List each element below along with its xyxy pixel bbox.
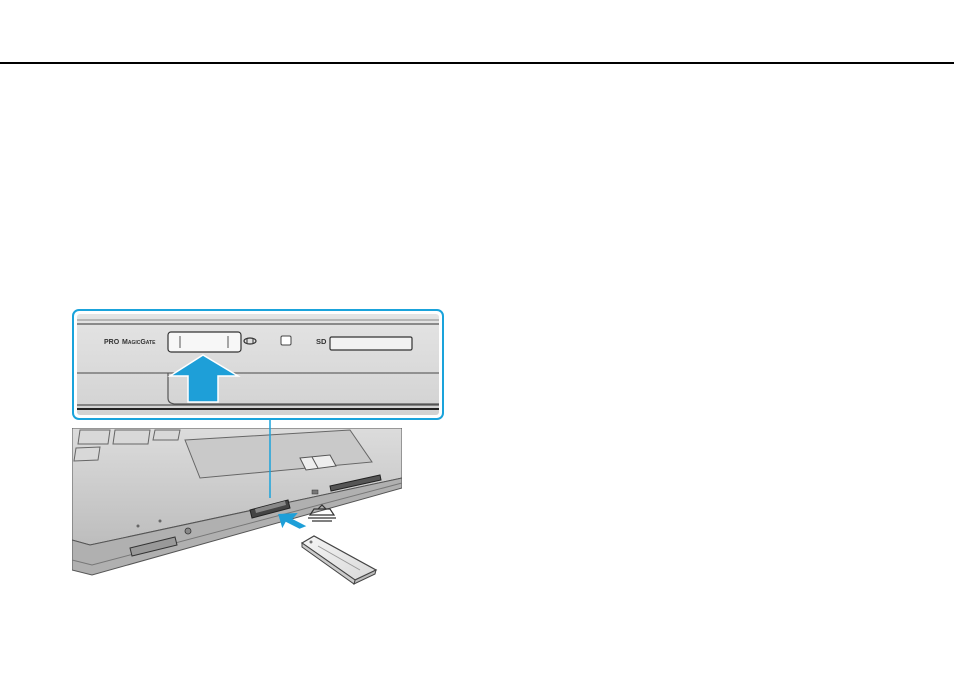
- sd-card-slot-zoomed[interactable]: [330, 337, 412, 350]
- magicgate-label: MagicGate: [122, 339, 156, 346]
- pro-label: PRO: [104, 339, 120, 346]
- callout-zoom-panel: PRO MagicGate SD: [73, 310, 443, 419]
- sd-label: SD: [316, 337, 327, 346]
- access-indicator: [281, 336, 291, 345]
- memory-stick-slot-zoomed[interactable]: [168, 332, 241, 352]
